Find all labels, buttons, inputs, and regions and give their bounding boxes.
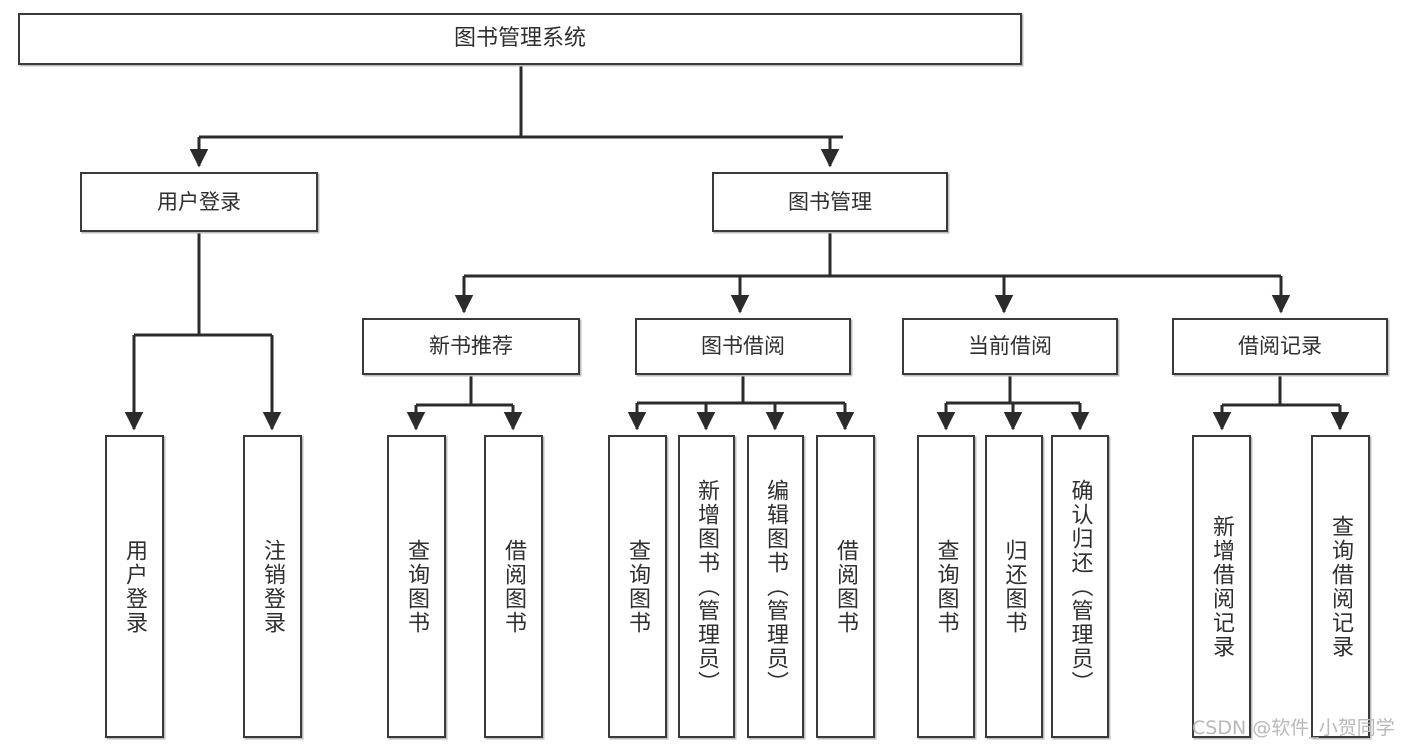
node-leaf-logout-login[interactable]: 注销登录	[243, 435, 302, 738]
node-leaf-borrow-book-2[interactable]: 借阅图书	[816, 435, 875, 738]
node-book-borrow-label: 图书借阅	[701, 334, 785, 359]
node-user-login-label: 用户登录	[157, 189, 241, 214]
node-leaf-query-book-3[interactable]: 查询图书	[917, 435, 975, 738]
node-current-borrow-label: 当前借阅	[968, 334, 1052, 359]
node-leaf-add-record-label: 新增借阅记录	[1209, 514, 1235, 659]
node-book-manage[interactable]: 图书管理	[712, 172, 948, 232]
node-leaf-query-book-1[interactable]: 查询图书	[387, 435, 446, 738]
node-user-login[interactable]: 用户登录	[80, 172, 318, 232]
node-leaf-confirm-return[interactable]: 确认归还（管理员）	[1051, 435, 1109, 738]
node-leaf-query-record[interactable]: 查询借阅记录	[1311, 435, 1370, 738]
node-leaf-return-book[interactable]: 归还图书	[985, 435, 1043, 738]
node-leaf-return-book-label: 归还图书	[1001, 538, 1027, 635]
node-book-manage-label: 图书管理	[788, 189, 872, 214]
node-new-book-recommend[interactable]: 新书推荐	[362, 318, 580, 375]
node-leaf-query-record-label: 查询借阅记录	[1328, 514, 1354, 659]
node-leaf-user-login[interactable]: 用户登录	[105, 435, 164, 738]
node-leaf-borrow-book-2-label: 借阅图书	[833, 538, 859, 635]
node-leaf-logout-login-label: 注销登录	[260, 538, 286, 635]
node-leaf-query-book-2-label: 查询图书	[625, 538, 651, 635]
node-leaf-add-record[interactable]: 新增借阅记录	[1192, 435, 1251, 738]
node-leaf-borrow-book-1-label: 借阅图书	[501, 538, 527, 635]
node-book-borrow[interactable]: 图书借阅	[635, 318, 851, 375]
node-root[interactable]: 图书管理系统	[18, 13, 1022, 65]
csdn-watermark: CSDN @软件_小贺同学	[1192, 717, 1395, 739]
node-borrow-record-label: 借阅记录	[1238, 334, 1322, 359]
node-leaf-query-book-3-label: 查询图书	[933, 538, 959, 635]
node-leaf-user-login-label: 用户登录	[122, 538, 148, 635]
node-leaf-confirm-return-label: 确认归还（管理员）	[1067, 478, 1093, 695]
node-new-book-recommend-label: 新书推荐	[429, 334, 513, 359]
node-leaf-add-book[interactable]: 新增图书（管理员）	[678, 435, 735, 738]
node-current-borrow[interactable]: 当前借阅	[902, 318, 1118, 375]
node-leaf-edit-book-label: 编辑图书（管理员）	[763, 478, 789, 695]
node-leaf-query-book-2[interactable]: 查询图书	[608, 435, 667, 738]
node-leaf-edit-book[interactable]: 编辑图书（管理员）	[747, 435, 804, 738]
node-root-label: 图书管理系统	[453, 26, 586, 52]
node-leaf-query-book-1-label: 查询图书	[404, 538, 430, 635]
node-leaf-borrow-book-1[interactable]: 借阅图书	[484, 435, 543, 738]
node-leaf-add-book-label: 新增图书（管理员）	[694, 478, 720, 695]
node-borrow-record[interactable]: 借阅记录	[1172, 318, 1388, 375]
